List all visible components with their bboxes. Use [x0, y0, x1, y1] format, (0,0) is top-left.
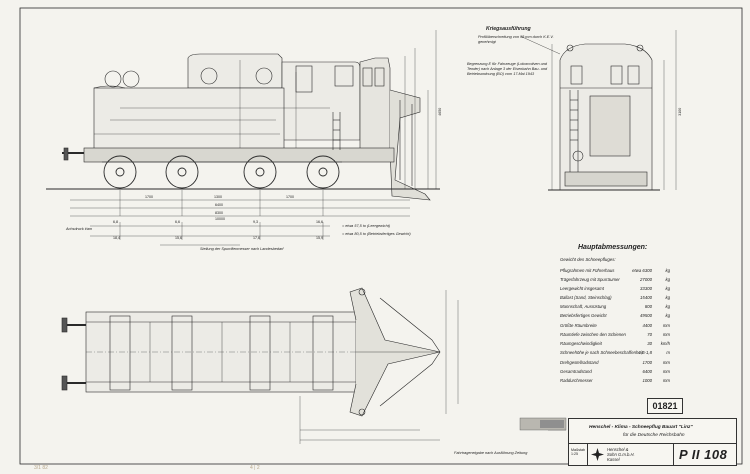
axle-load-lower-3: 17,6 [253, 236, 260, 240]
axle-load-lower-2: 15,6 [175, 236, 182, 240]
dim-vertical-3100: 3100 [678, 107, 683, 116]
specs-weight-heading: Gewicht des Schneepfluges: [560, 257, 616, 262]
axle-load-lower-4: 15,9 [316, 236, 323, 240]
footnote-bottom: Fahrtrageneigabe nach Ausführung Zeitung [454, 451, 528, 455]
drawing-number: 01821 [647, 398, 683, 414]
dim-1700-b: 1700 [286, 195, 294, 199]
title-block: Henschel - Klima - Schneepflug Bauart "L… [568, 418, 737, 466]
pencil-mark-1: 3/1 82 [34, 465, 48, 471]
axle-load-upper-2: 6,6 [175, 220, 180, 224]
axle-legend-2: = etwa 80,5 to (Betriebsfertiges Gewicht… [342, 232, 411, 236]
axle-load-lower-1: 18,4 [113, 236, 120, 240]
fender-note: Begrenzung E für Fahrzeuge (Lokomotiven … [467, 62, 548, 76]
dim-vertical-4650: 4650 [438, 107, 443, 116]
axle-loads-label: Achsdruck t/am [66, 227, 93, 231]
title-line-1: Henschel - Klima - Schneepflug Bauart "L… [589, 425, 693, 430]
drawing-code: P II 108 [679, 447, 728, 462]
axle-legend-1: = etwa 57,5 to (Leergewicht) [342, 224, 391, 228]
pencil-mark-2: 4 | 2 [250, 465, 260, 471]
axle-load-upper-3: 9,3 [253, 220, 258, 224]
dim-1700-a: 1700 [145, 195, 153, 199]
side-elevation [46, 30, 440, 246]
scale-label: Maßstab 1:25 [571, 448, 585, 456]
specs-title: Hauptabmessungen: [578, 244, 648, 251]
dim-1300-a: 1300 [214, 195, 222, 199]
dim-6400: 6400 [215, 203, 223, 207]
axle-load-upper-1: 6,8 [113, 220, 118, 224]
front-view [519, 30, 677, 191]
axle-load-upper-4: 16,6 [316, 220, 323, 224]
axle-footnote: Stellung der Spurrillenmesser nach Lande… [200, 247, 284, 251]
kriegs-title: Kriegsausführung [486, 26, 531, 32]
dim-8300: 8300 [215, 211, 223, 215]
henschel-star-logo-icon [591, 448, 604, 461]
maker-name: Henschel & Sohn G.m.b.H. Kassel [607, 447, 635, 463]
title-line-2: für die Deutsche Reichsbahn [623, 433, 685, 438]
dim-10000: 10000 [215, 217, 225, 221]
plan-view [61, 287, 459, 444]
kriegs-note: Profilüberschreitung von 18 mm durch K.E… [478, 35, 554, 44]
